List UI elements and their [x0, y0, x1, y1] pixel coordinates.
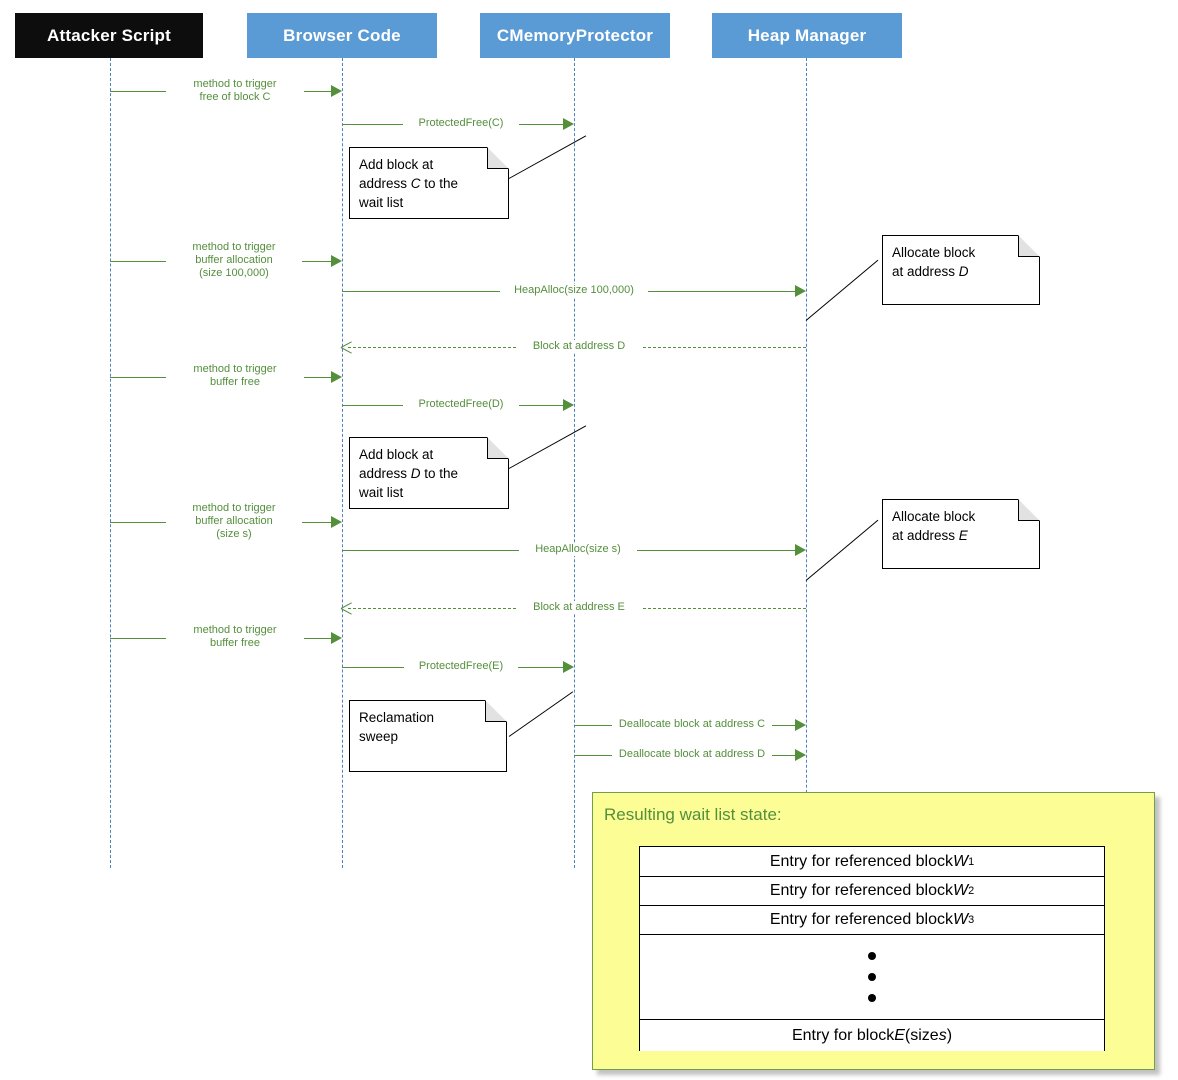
message-label-line2: buffer allocation	[195, 515, 273, 527]
participant-attacker-script: Attacker Script	[15, 13, 203, 58]
arrowhead-icon	[331, 632, 342, 644]
ellipsis-dot-icon	[868, 994, 876, 1003]
arrowhead-icon	[795, 749, 806, 761]
message-label: Deallocate block at address D	[612, 748, 772, 761]
message-label: ProtectedFree(C)	[403, 117, 519, 130]
message-label: ProtectedFree(D)	[403, 398, 519, 411]
participant-browser-code: Browser Code	[247, 13, 437, 58]
message-label-line3: (size 100,000)	[199, 267, 269, 279]
message-label-line1: method to trigger	[193, 624, 277, 636]
message-label-line1: method to trigger	[193, 363, 277, 375]
arrowhead-icon	[331, 85, 342, 97]
message-label-line2: free of block C	[199, 91, 271, 103]
message-label-line1: method to trigger	[192, 502, 276, 514]
ellipsis-dot-icon	[868, 951, 876, 960]
message-label: method to trigger buffer allocation (siz…	[166, 241, 302, 280]
arrowhead-icon	[563, 399, 574, 411]
message-label-line2: buffer free	[210, 376, 260, 388]
message-label: method to trigger buffer allocation (siz…	[166, 502, 302, 541]
wait-list-ellipsis-row	[640, 935, 1104, 1020]
arrowhead-icon	[331, 516, 342, 528]
ellipsis-dot-icon	[868, 972, 876, 981]
message-label-line1: method to trigger	[192, 241, 276, 253]
arrowhead-icon	[795, 719, 806, 731]
arrowhead-icon	[331, 371, 342, 383]
message-label: ProtectedFree(E)	[404, 660, 518, 673]
message-label: Block at address D	[516, 340, 642, 353]
arrowhead-icon	[795, 544, 806, 556]
participant-label: Attacker Script	[47, 25, 171, 45]
lifeline-cmemoryprotector	[574, 58, 575, 868]
arrowhead-icon	[795, 285, 806, 297]
participant-label: CMemoryProtector	[496, 25, 654, 45]
message-label-line2: buffer allocation	[195, 254, 273, 266]
callout-title: Resulting wait list state:	[604, 805, 782, 824]
message-label: Deallocate block at address C	[612, 718, 772, 731]
message-label: method to trigger buffer free	[166, 363, 304, 389]
message-label: HeapAlloc(size 100,000)	[500, 284, 648, 297]
note-leader-line	[805, 519, 879, 581]
arrowhead-icon	[563, 661, 574, 673]
message-label-line1: method to trigger	[193, 78, 277, 90]
participant-label: Heap Manager	[747, 25, 867, 45]
arrowhead-open-icon	[341, 341, 352, 353]
participant-label: Browser Code	[283, 25, 401, 45]
lifeline-attacker-script	[110, 58, 111, 868]
lifeline-heap-manager	[806, 58, 807, 868]
note-leader-line	[508, 691, 574, 737]
message-label: method to trigger buffer free	[166, 624, 304, 650]
arrowhead-icon	[331, 255, 342, 267]
arrowhead-icon	[563, 118, 574, 130]
message-label: HeapAlloc(size s)	[519, 543, 637, 556]
participant-cmemoryprotector: CMemoryProtector	[480, 13, 670, 58]
message-label-line3: (size s)	[216, 528, 252, 540]
lifeline-browser-code	[342, 58, 343, 868]
message-label: Block at address E	[516, 601, 642, 614]
arrowhead-open-icon	[341, 602, 352, 614]
message-label-line2: buffer free	[210, 637, 260, 649]
message-label: method to trigger free of block C	[166, 78, 304, 104]
wait-list-row: Entry for block E (size s)	[640, 1020, 1104, 1051]
note-leader-line	[805, 259, 879, 321]
participant-heap-manager: Heap Manager	[712, 13, 902, 58]
